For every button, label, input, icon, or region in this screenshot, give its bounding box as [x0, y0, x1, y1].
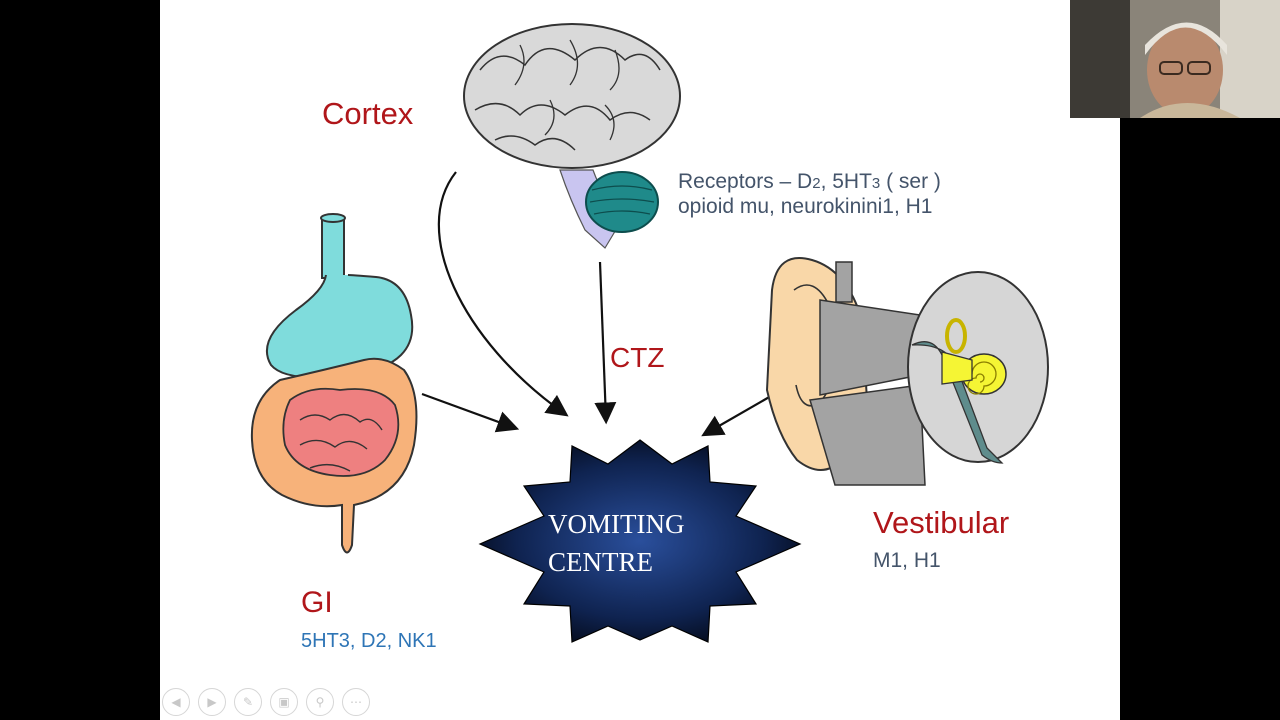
arrow-gi	[421, 392, 520, 433]
vestibular-receptors: M1, H1	[873, 549, 941, 572]
next-icon[interactable]: ▶	[198, 688, 226, 716]
pen-icon[interactable]: ✎	[234, 688, 262, 716]
arrow-cortex	[437, 171, 569, 417]
ear-icon	[765, 257, 1049, 486]
gi-receptors: 5HT3, D2, NK1	[301, 630, 437, 652]
cortex-label: Cortex	[322, 96, 414, 131]
slide: Cortex CTZ Receptors – D2, 5HT3 ( ser ) …	[160, 0, 1120, 720]
vestibular-label: Vestibular	[873, 505, 1010, 540]
ctz-receptors-line2: opioid mu, neurokinini1, H1	[678, 195, 933, 218]
zoom-icon[interactable]: ⚲	[306, 688, 334, 716]
more-icon[interactable]: ⋯	[342, 688, 370, 716]
ctz-receptors: Receptors – D2, 5HT3 ( ser ) opioid mu, …	[678, 170, 941, 218]
arrow-vestibular	[701, 391, 779, 437]
prev-icon[interactable]: ◀	[162, 688, 190, 716]
ctz-label: CTZ	[610, 342, 665, 373]
presenter-webcam	[1070, 0, 1280, 118]
slideshow-toolbar: ◀ ▶ ✎ ▣ ⚲ ⋯	[162, 688, 370, 716]
brain-icon	[463, 23, 681, 249]
vomiting-centre-burst	[478, 439, 802, 643]
ctz-receptors-line1: Receptors – D2, 5HT3 ( ser )	[678, 170, 941, 193]
arrow-ctz	[594, 261, 617, 425]
gi-tract-icon	[250, 213, 418, 554]
gi-label: GI	[301, 586, 333, 619]
presenter-video-icon	[1070, 0, 1280, 118]
slides-icon[interactable]: ▣	[270, 688, 298, 716]
vomiting-centre-label: VOMITING CENTRE	[548, 509, 685, 577]
diagram-canvas	[250, 23, 1049, 643]
